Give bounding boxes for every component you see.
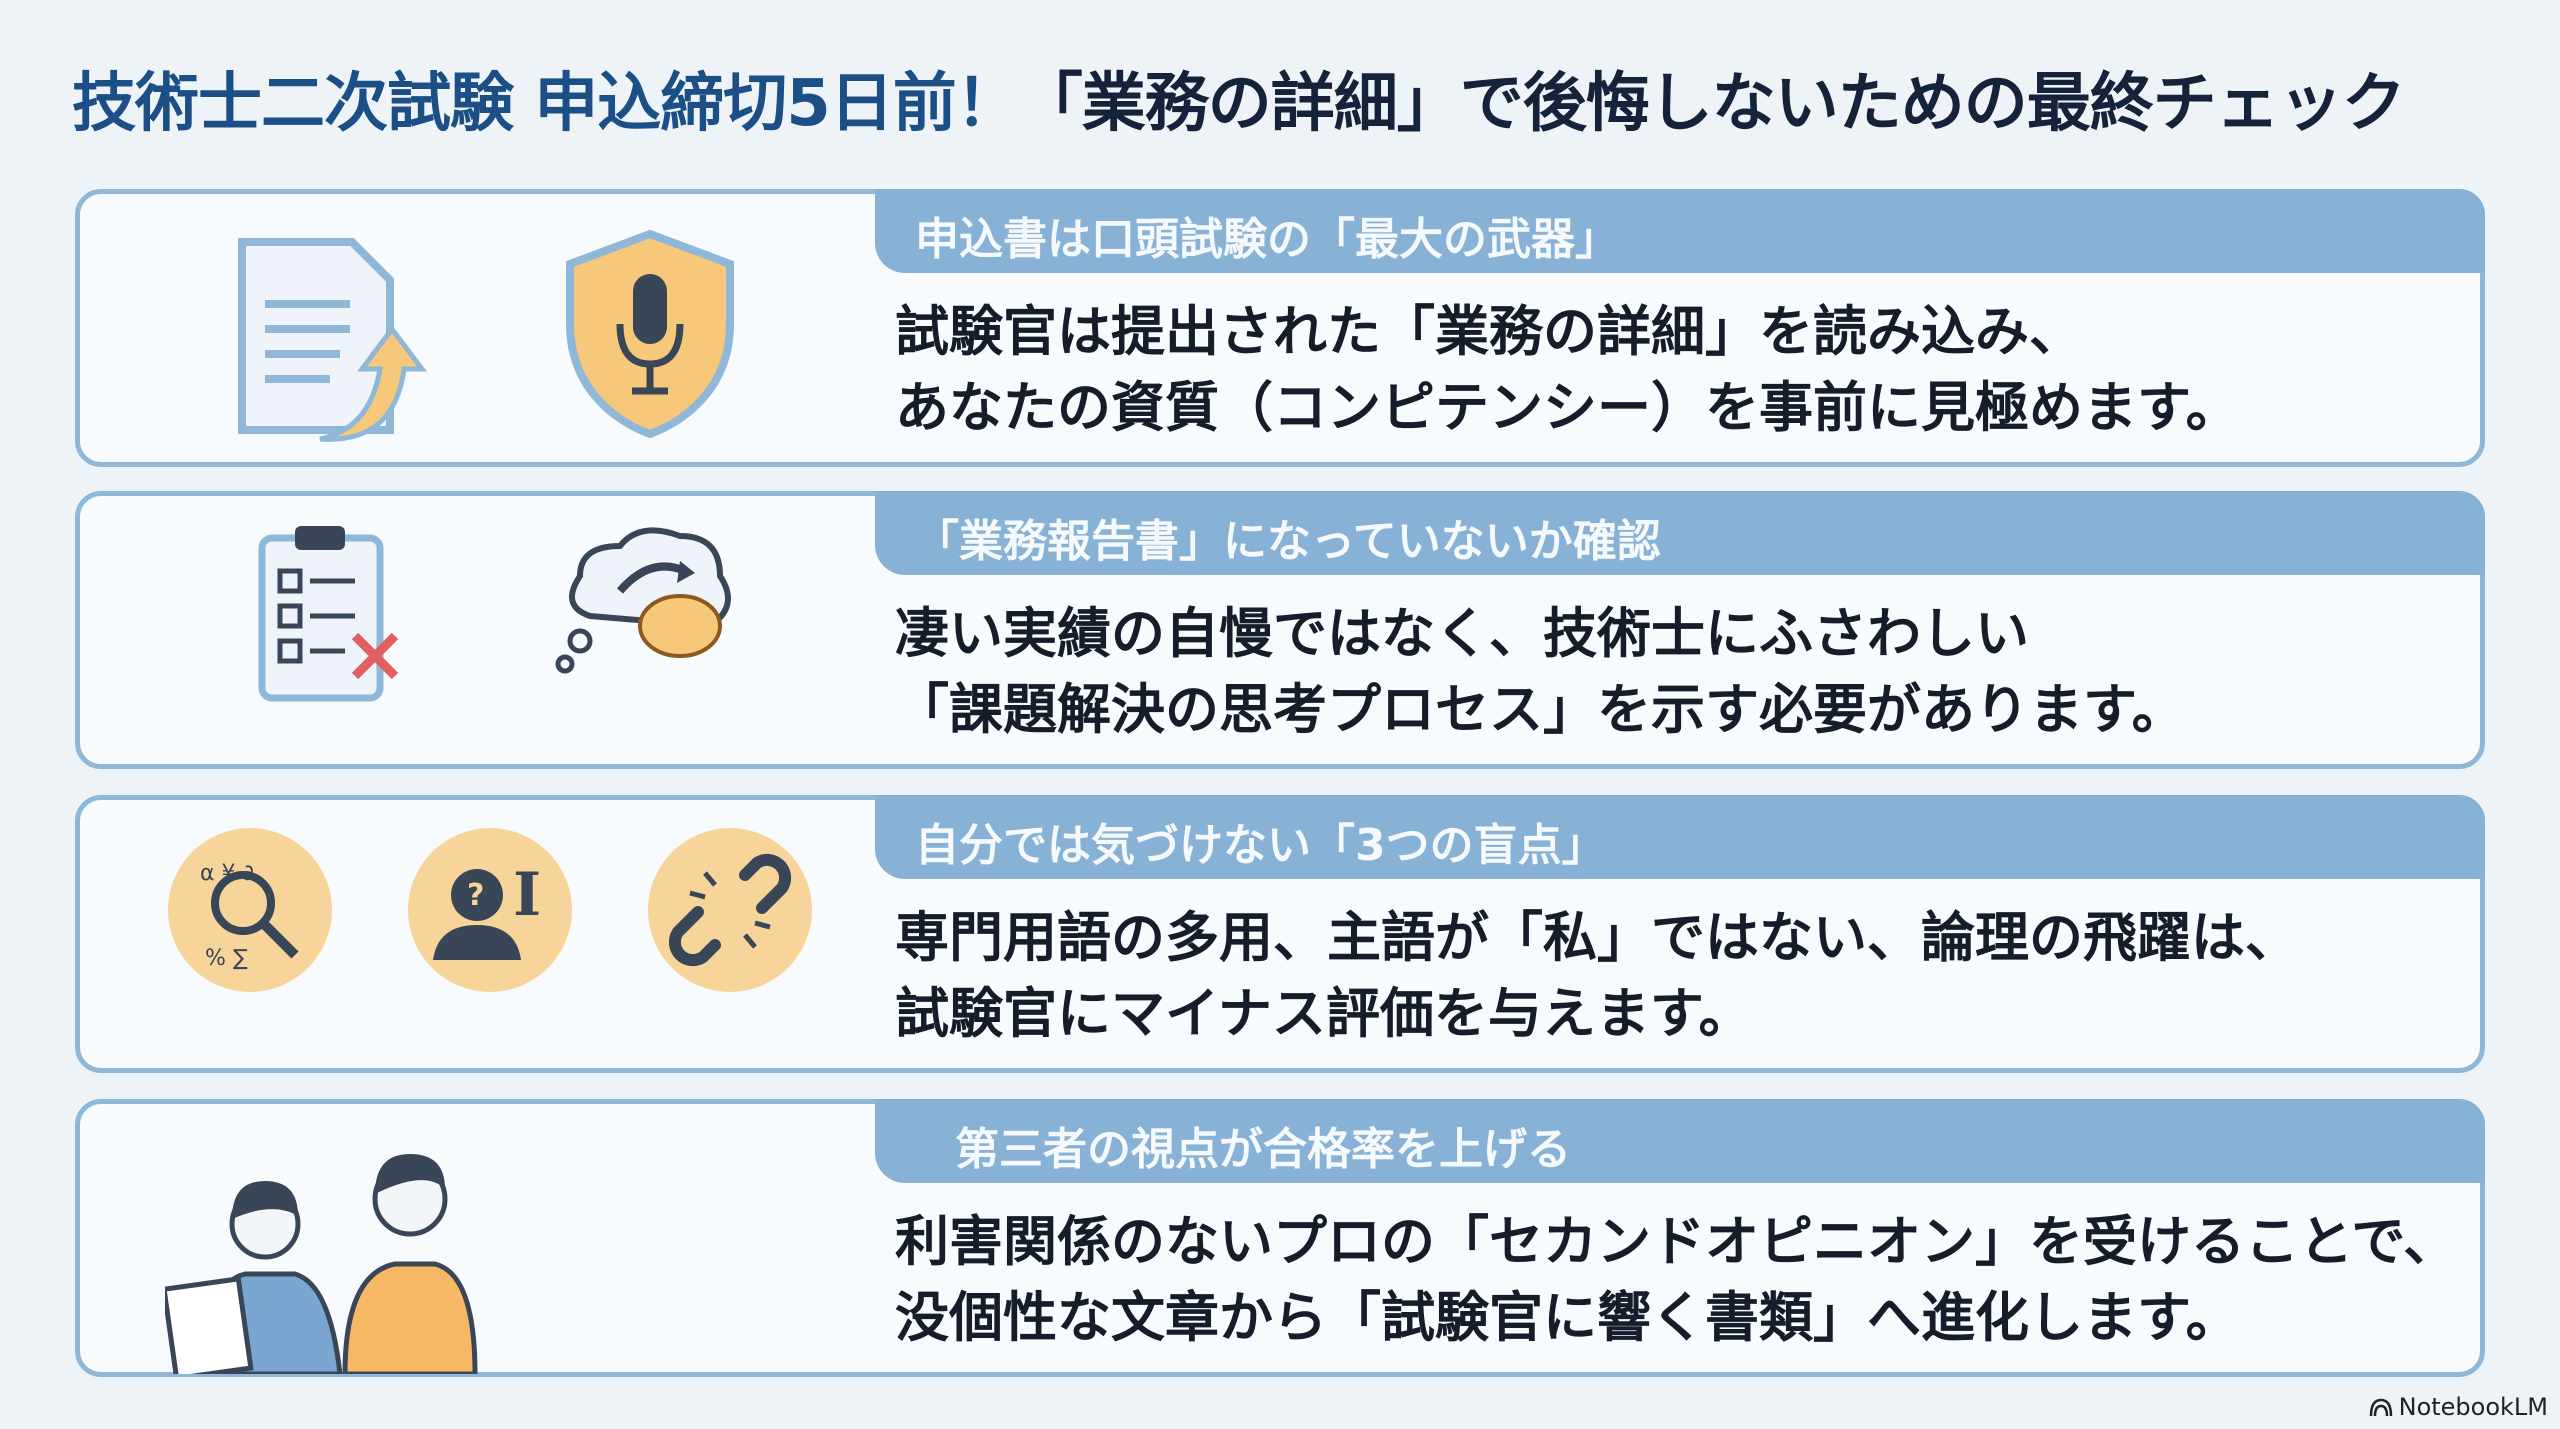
card-heading-tab: 「業務報告書」になっていないか確認: [875, 491, 2485, 575]
shield-microphone-icon: [566, 229, 734, 439]
svg-text:% ∑: % ∑: [205, 946, 248, 971]
svg-text:I: I: [513, 860, 541, 930]
notebooklm-icon: [2369, 1398, 2392, 1417]
two-people-reviewing-icon: [165, 1154, 478, 1374]
checklist-clipboard-icon: [258, 526, 399, 702]
card-report-check: 「業務報告書」になっていないか確認 凄い実績の自慢ではなく、技術士にふさわしい「…: [75, 491, 2485, 769]
card-blind-spots: α ¥ ∂% ∑ ?I 自分では気づけない「3つの盲点」 専門用語の多用、主語が…: [75, 795, 2485, 1073]
svg-text:?: ?: [467, 878, 484, 913]
card-body-text: 試験官は提出された「業務の詳細」を読み込み、あなたの資質（コンピテンシー）を事前…: [895, 300, 2240, 439]
card-third-party-view: 第三者の視点が合格率を上げる 利害関係のないプロの「セカンドオピニオン」を受ける…: [75, 1099, 2485, 1377]
card-body-text: 専門用語の多用、主語が「私」ではない、論理の飛躍は、試験官にマイナス評価を与えま…: [895, 906, 2299, 1045]
card-body-text: 利害関係のないプロの「セカンドオピニオン」を受けることで、没個性な文章から「試験…: [895, 1210, 2458, 1349]
notebooklm-logo: NotebookLM: [2369, 1393, 2548, 1421]
broken-chain-icon: [648, 828, 812, 992]
page-title: 技術士二次試験 申込締切5日前！「業務の詳細」で後悔しないための最終チェック: [72, 67, 2406, 141]
unknown-subject-icon: ?I: [408, 828, 572, 992]
jargon-magnifier-icon: α ¥ ∂ % ∑: [168, 828, 332, 992]
svg-text:α ¥ ∂: α ¥ ∂: [200, 861, 254, 886]
thinking-brain-icon: [555, 527, 731, 674]
document-upload-icon: [238, 238, 427, 442]
card-heading-tab: 申込書は口頭試験の「最大の武器」: [875, 189, 2485, 273]
card-application-weapon: 申込書は口頭試験の「最大の武器」 試験官は提出された「業務の詳細」を読み込み、あ…: [75, 189, 2485, 467]
card-body-text: 凄い実績の自慢ではなく、技術士にふさわしい「課題解決の思考プロセス」を示す必要が…: [895, 602, 2186, 741]
card-heading-tab: 第三者の視点が合格率を上げる: [875, 1099, 2485, 1183]
card-heading-tab: 自分では気づけない「3つの盲点」: [875, 795, 2485, 879]
